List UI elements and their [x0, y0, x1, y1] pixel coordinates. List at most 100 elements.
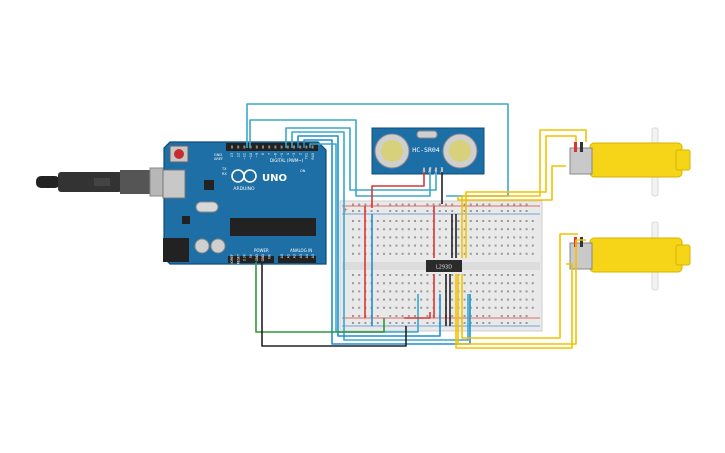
digital-pin-label: ~5 — [280, 153, 284, 158]
sensor-model: HC-SR04 — [412, 146, 439, 154]
analog-pin-label: A2 — [293, 254, 297, 258]
digital-pin-socket[interactable] — [255, 145, 258, 149]
aref-label: AREF — [214, 157, 223, 161]
arduino-logo-text: ARDUINO — [233, 186, 255, 192]
sensor-receiver — [442, 133, 478, 169]
wire-yellow-motor-top-3 — [457, 165, 566, 201]
sensor-pin-label: Gnd — [440, 167, 444, 174]
digital-pin-socket[interactable] — [280, 145, 283, 149]
wire-cyan-driver-4 — [309, 143, 419, 333]
motor-top-terminal-1 — [574, 142, 577, 152]
capacitor-1 — [194, 238, 210, 254]
motor-bottom-terminal-2 — [580, 237, 583, 247]
digital-pin-label: ~6 — [274, 153, 278, 158]
digital-pin-socket[interactable] — [286, 145, 289, 149]
digital-header — [226, 143, 318, 151]
power-pin-label: RESET — [236, 254, 240, 264]
sensor-transmitter — [374, 133, 410, 169]
wire-cyan-echo — [285, 127, 437, 191]
atmega-chip — [230, 218, 316, 236]
wire-red-sensor-vcc — [371, 172, 425, 208]
digital-pin-label: 7 — [267, 153, 271, 155]
wire-yellow-motor-bottom-1 — [457, 239, 586, 345]
usb-cable — [36, 167, 185, 197]
analog-pin-label: A3 — [299, 254, 303, 258]
rail-plus-label: + — [343, 207, 348, 214]
digital-pin-socket[interactable] — [237, 145, 240, 149]
sensor-pin[interactable] — [441, 168, 443, 173]
motor-bottom-body — [589, 237, 683, 273]
power-pin-label: GND — [261, 253, 265, 261]
digital-pin-label: 2 — [298, 153, 302, 155]
analog-pin-label: A5 — [311, 254, 315, 258]
analog-label: ANALOG IN — [290, 248, 312, 253]
digital-pin-socket[interactable] — [293, 145, 295, 149]
sensor-pin[interactable] — [435, 168, 437, 173]
digital-pin-socket[interactable] — [299, 145, 302, 149]
digital-pin-label: ~9 — [255, 153, 259, 158]
digital-pin-socket[interactable] — [311, 145, 314, 149]
digital-pin-label: 8 — [261, 153, 265, 155]
capacitor-2 — [210, 238, 226, 254]
wire-red-bottom-short — [404, 312, 431, 319]
wire-blue-driver-3 — [303, 139, 471, 345]
motor-top-gear-cap — [675, 149, 691, 171]
power-header — [228, 256, 274, 263]
motor-top-terminal-2 — [580, 142, 583, 152]
motor-top — [569, 127, 691, 197]
motor-top-body — [589, 142, 683, 178]
digital-pin-label: 12 — [236, 153, 240, 157]
sensor-pin-label: Echo — [434, 167, 438, 175]
power-pin-label: IOREF — [230, 254, 234, 264]
analog-pin-label: A4 — [305, 254, 309, 258]
wire-yellow-motor-top-2 — [465, 135, 577, 258]
digital-pin-socket[interactable] — [268, 145, 271, 149]
digital-pin-label: RX0 — [311, 153, 315, 159]
power-pin-label: 3.3V — [243, 253, 247, 261]
wire-yellow-motor-top-1 — [461, 129, 587, 258]
analog-header — [278, 256, 316, 263]
regulator-chip — [182, 216, 190, 224]
sensor-pin[interactable] — [429, 168, 431, 173]
sensor-pin-label: Vcc — [422, 167, 426, 173]
digital-pin-label: TX1 — [305, 153, 309, 160]
usb-icon — [94, 178, 110, 186]
usb-chip — [204, 180, 214, 190]
breadboard: + - L293D — [339, 200, 543, 333]
wire-yellow-motor-bottom-2 — [461, 233, 578, 339]
rx-label: RX — [222, 172, 227, 176]
power-pin-label: GND — [255, 253, 259, 261]
digital-label: DIGITAL (PWM~) — [270, 158, 304, 163]
digital-pin-socket[interactable] — [305, 145, 308, 149]
arduino-uno: ARDUINO UNO DIGITAL (PWM~) POWER ANALOG … — [162, 141, 327, 265]
sensor-pin[interactable] — [423, 168, 425, 173]
digital-pin-label: 13 — [230, 153, 234, 157]
wire-green-5v — [255, 262, 385, 333]
wire-cyan-trig — [249, 119, 431, 197]
power-pin-label: Vin — [267, 254, 271, 259]
power-label: POWER — [254, 248, 269, 253]
wire-cyan-driver-1 — [291, 131, 469, 341]
arduino-logo-icon — [231, 169, 257, 183]
motor-bottom — [569, 221, 691, 291]
analog-pin-label: A1 — [286, 254, 290, 258]
on-label: ON — [300, 169, 306, 173]
arduino-model: UNO — [262, 173, 287, 184]
reset-button-cap[interactable] — [174, 149, 184, 159]
analog-pin-label: A0 — [280, 254, 284, 258]
wires — [246, 103, 587, 349]
tx-label: TX — [221, 167, 227, 171]
power-pin-label: 5V — [249, 253, 253, 258]
digital-pin-socket[interactable] — [231, 145, 233, 149]
motor-driver-chip — [426, 260, 462, 272]
digital-pin-socket[interactable] — [243, 145, 246, 149]
motor-bottom-gear-cap — [675, 244, 691, 266]
usb-jack — [162, 169, 186, 199]
digital-pin-label: ~11 — [243, 153, 247, 160]
digital-pin-socket[interactable] — [274, 145, 277, 149]
gnd-label: GND — [214, 153, 222, 157]
crystal — [195, 201, 219, 213]
motor-driver-label: L293D — [436, 265, 452, 271]
digital-pin-socket[interactable] — [262, 145, 264, 149]
